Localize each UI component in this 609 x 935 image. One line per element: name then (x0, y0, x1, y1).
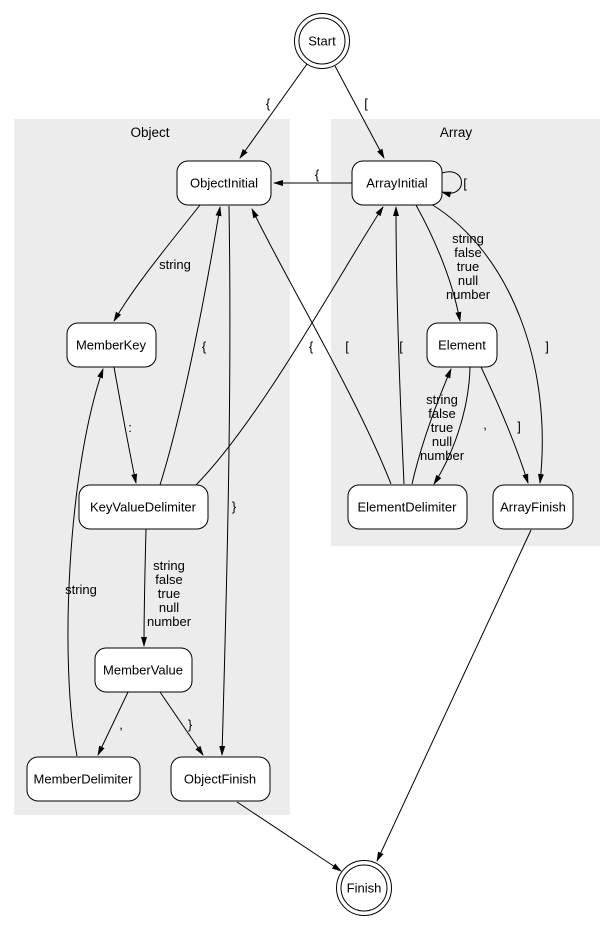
node-start-label: Start (308, 34, 336, 49)
node-start: Start (294, 13, 350, 69)
node-member-delimiter: MemberDelimiter (26, 756, 141, 802)
edge-elementdelimiter-to-objectinitial (251, 208, 392, 485)
edge-objectfinish-to-finish (236, 801, 342, 872)
svg-text:string: string (426, 392, 458, 407)
edge-keyvaluedelimiter-to-membervalue (141, 528, 148, 647)
edge-label-arrayinitial-to-objectinitial: { (315, 167, 320, 182)
edge-memberkey-to-keyvaluedelimiter (113, 366, 138, 484)
edge-label-arrayinitial-self: [ (463, 176, 467, 191)
edge-start-to-objectinitial (239, 63, 308, 159)
node-element-delimiter-label: ElementDelimiter (358, 500, 458, 515)
node-object-initial-label: ObjectInitial (190, 176, 258, 191)
svg-text:string: string (153, 558, 185, 573)
edge-label-keyvaluedelimiter-to-membervalue: string false true null number (147, 558, 192, 629)
object-cluster (14, 119, 290, 815)
edge-label-membervalue-to-objectfinish: } (188, 717, 193, 732)
node-member-key: MemberKey (66, 322, 157, 368)
edge-label-objectinitial-to-memberkey: string (159, 257, 191, 272)
edge-keyvaluedelimiter-to-arrayinitial (195, 206, 384, 486)
node-member-key-label: MemberKey (76, 338, 147, 353)
edge-keyvaluedelimiter-to-objectinitial (159, 206, 222, 486)
edge-arrayfinish-to-finish (376, 529, 532, 862)
array-cluster-label: Array (440, 125, 473, 140)
edge-arrayinitial-self-loop (441, 171, 462, 198)
node-key-value-delimiter-label: KeyValueDelimiter (90, 500, 197, 515)
svg-text:null: null (432, 434, 452, 449)
node-finish: Finish (336, 860, 392, 916)
node-element-delimiter: ElementDelimiter (347, 484, 468, 530)
edge-elementdelimiter-to-arrayinitial (393, 206, 405, 485)
edge-label-element-to-elementdelimiter: , (483, 417, 487, 432)
node-array-finish: ArrayFinish (492, 484, 574, 530)
node-finish-label: Finish (347, 881, 382, 896)
edge-label-start-to-arrayinitial: [ (364, 96, 368, 111)
edge-membervalue-to-objectfinish (159, 691, 204, 756)
edge-label-elementdelimiter-to-objectinitial: { (309, 339, 314, 354)
node-array-initial: ArrayInitial (351, 160, 443, 206)
svg-text:null: null (458, 273, 478, 288)
node-member-value: MemberValue (94, 647, 193, 693)
node-element: Element (426, 322, 498, 368)
svg-text:string: string (452, 231, 484, 246)
edge-membervalue-to-memberdelimiter (97, 691, 129, 756)
node-element-label: Element (438, 338, 486, 353)
edge-label-elementdelimiter-to-element: string false true null number (420, 392, 465, 463)
node-array-initial-label: ArrayInitial (366, 176, 428, 191)
node-member-value-label: MemberValue (103, 663, 183, 678)
svg-text:number: number (147, 614, 192, 629)
edge-label-objectinitial-to-objectfinish: } (232, 499, 237, 514)
node-key-value-delimiter: KeyValueDelimiter (78, 484, 209, 530)
edge-element-to-arrayfinish (480, 366, 529, 484)
edge-label-keyvaluedelimiter-to-arrayinitial: [ (345, 339, 349, 354)
edge-label-memberdelimiter-to-memberkey: string (65, 582, 97, 597)
edge-label-membervalue-to-memberdelimiter: , (119, 717, 123, 732)
edge-label-element-to-arrayfinish: ] (517, 419, 521, 434)
edge-arrayinitial-to-element (415, 204, 462, 322)
svg-text:true: true (158, 586, 180, 601)
edge-label-elementdelimiter-to-arrayinitial: [ (399, 339, 403, 354)
svg-text:false: false (454, 245, 481, 260)
svg-text:true: true (457, 259, 479, 274)
edge-element-to-elementdelimiter (433, 366, 471, 485)
node-object-finish-label: ObjectFinish (184, 772, 256, 787)
node-member-delimiter-label: MemberDelimiter (34, 772, 134, 787)
edge-arrayinitial-to-arrayfinish (430, 203, 544, 484)
svg-text:true: true (431, 420, 453, 435)
edge-label-keyvaluedelimiter-to-objectinitial: { (202, 339, 207, 354)
object-cluster-label: Object (130, 125, 169, 140)
svg-text:number: number (446, 287, 491, 302)
edge-label-arrayinitial-to-element: string false true null number (446, 231, 491, 302)
edge-label-arrayinitial-to-arrayfinish: ] (545, 339, 549, 354)
svg-text:number: number (420, 448, 465, 463)
node-object-finish: ObjectFinish (170, 756, 271, 802)
edge-start-to-arrayinitial (334, 65, 385, 159)
edge-label-start-to-objectinitial: { (266, 96, 271, 111)
edge-objectinitial-to-memberkey (113, 204, 201, 322)
node-array-finish-label: ArrayFinish (500, 500, 566, 515)
edge-objectinitial-to-objectfinish (219, 205, 231, 756)
node-object-initial: ObjectInitial (176, 160, 272, 206)
svg-text:null: null (159, 600, 179, 615)
svg-text:false: false (428, 406, 455, 421)
edge-memberdelimiter-to-memberkey (67, 368, 104, 757)
svg-text:false: false (155, 572, 182, 587)
edge-elementdelimiter-to-element (411, 368, 452, 485)
edge-label-memberkey-to-keyvaluedelimiter: : (128, 420, 132, 435)
